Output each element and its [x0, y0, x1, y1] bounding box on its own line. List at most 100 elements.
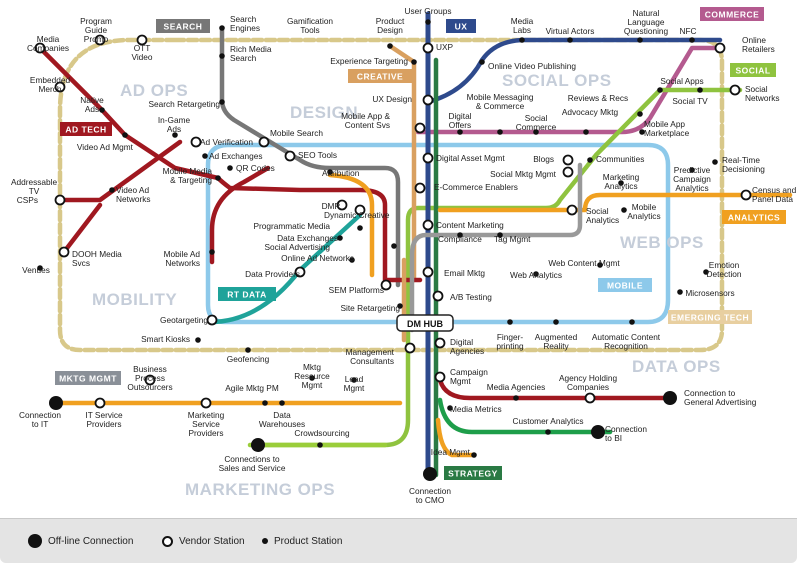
- station-ux-design[interactable]: UX Design: [372, 94, 434, 106]
- station-dmp[interactable]: DMP: [322, 199, 348, 212]
- station-experience-targeting[interactable]: Experience Targeting: [330, 56, 417, 66]
- station-ad-exchanges[interactable]: Ad Exchanges: [202, 151, 263, 161]
- station-dynamic-creative[interactable]: Dynamic Creative: [324, 204, 390, 221]
- station-fingerprinting[interactable]: Finger-printing: [496, 319, 524, 351]
- station-compliance[interactable]: Compliance: [438, 232, 482, 244]
- station-mobile-media-targeting[interactable]: Mobile Media& Targeting: [163, 166, 221, 185]
- station-uxp[interactable]: UXP: [422, 42, 454, 54]
- station-ab-testing[interactable]: A/B Testing: [432, 290, 493, 303]
- station-geofencing[interactable]: Geofencing: [227, 347, 270, 364]
- station-geotargeting[interactable]: Geotargeting: [160, 314, 218, 326]
- station-site-retargeting[interactable]: Site Retargeting: [341, 303, 403, 313]
- station-customer-analytics[interactable]: Customer Analytics: [512, 416, 584, 435]
- station-web-analytics[interactable]: Web Analytics: [510, 270, 562, 280]
- station-csps[interactable]: CSPs: [17, 194, 66, 206]
- station-media-metrics[interactable]: Media Metrics: [447, 404, 502, 414]
- station-online-ad-networks[interactable]: Online Ad Networks: [281, 253, 355, 263]
- station-microsensors[interactable]: Microsensors: [677, 288, 735, 298]
- station-media-agencies[interactable]: Media Agencies: [487, 382, 546, 401]
- station-ad-verification[interactable]: Ad Verification: [190, 136, 254, 148]
- station-data-exchanges[interactable]: Data Exchanges: [277, 233, 343, 243]
- station-content-marketing[interactable]: Content Marketing: [422, 219, 505, 231]
- station-email-mktg[interactable]: Email Mktg: [422, 266, 486, 279]
- station-advocacy-mktg[interactable]: Advocacy Mktg: [562, 107, 619, 135]
- station-venues[interactable]: Venues: [22, 265, 50, 275]
- station-virtual-actors[interactable]: Virtual Actors: [546, 26, 595, 43]
- station-agile-mktg-pm[interactable]: Agile Mktg PM: [225, 383, 279, 406]
- station-tag-mgmt[interactable]: Tag Mgmt: [494, 232, 531, 244]
- station-mobile-app-content[interactable]: Mobile App &Content Svs: [341, 111, 426, 134]
- station-data-providers[interactable]: Data Providers: [245, 266, 306, 280]
- station-e-commerce-enablers[interactable]: E-Commerce Enablers: [414, 182, 518, 194]
- station-programmatic-media[interactable]: Programmatic Media: [253, 221, 363, 231]
- station-social-tv[interactable]: Social TV: [672, 87, 708, 106]
- station-social-mktg-mgmt[interactable]: Social Mktg Mgmt: [490, 166, 574, 180]
- station-crowdsourcing[interactable]: Crowdsourcing: [294, 428, 350, 448]
- station-mobile-messaging[interactable]: Mobile Messaging& Commerce: [467, 92, 534, 135]
- station-social-apps[interactable]: Social Apps: [657, 76, 704, 93]
- station-web-content-mgmt[interactable]: Web Content Mgmt: [548, 258, 620, 268]
- station-communities[interactable]: Communities: [587, 154, 644, 164]
- station-user-groups[interactable]: User Groups: [404, 6, 452, 25]
- station-seo-tools[interactable]: SEO Tools: [284, 150, 338, 162]
- station-nfc[interactable]: NFC: [679, 26, 697, 43]
- dm-hub[interactable]: DM HUB: [396, 314, 454, 332]
- station-idea-mgmt[interactable]: Idea Mgmt: [431, 447, 477, 458]
- station-video-ad-mgmt[interactable]: Video Ad Mgmt: [77, 132, 134, 152]
- station-blogs[interactable]: Blogs: [533, 154, 574, 166]
- station-online-video-publishing[interactable]: Online Video Publishing: [479, 59, 576, 71]
- station-attribution[interactable]: Attribution: [322, 168, 360, 178]
- station-digital-asset-mgmt[interactable]: Digital Asset Mgmt: [422, 152, 506, 164]
- station-social-advertising[interactable]: Social Advertising: [265, 242, 397, 252]
- station-smart-kiosks[interactable]: Smart Kiosks: [141, 334, 201, 344]
- station-reviews-recs[interactable]: Reviews & Recs: [568, 93, 643, 117]
- station-qr-codes[interactable]: QR Codes: [227, 163, 275, 173]
- station-mobile-search[interactable]: Mobile Search: [258, 128, 324, 148]
- station-search-retargeting[interactable]: Search Retargeting: [149, 99, 225, 109]
